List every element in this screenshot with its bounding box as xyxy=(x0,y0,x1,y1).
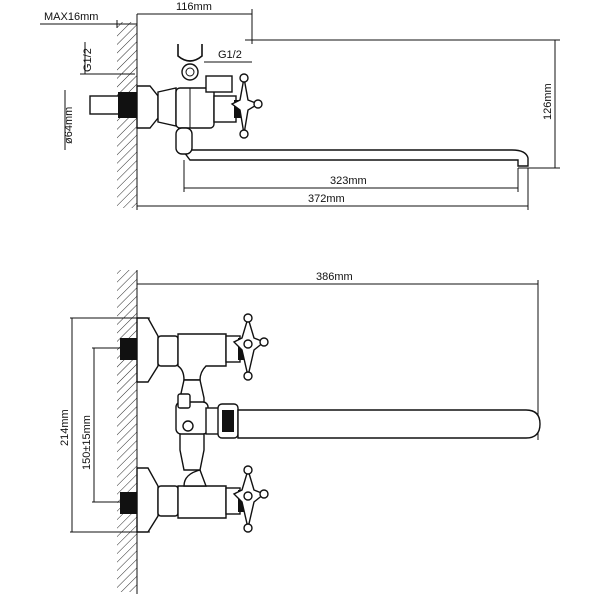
label-126: 126mm xyxy=(542,83,554,120)
label-max16: MAX16mm xyxy=(44,11,98,23)
mixer-body-top xyxy=(175,87,215,129)
valve-body-upper-front xyxy=(177,333,227,381)
label-thread-right: G1/2 xyxy=(218,49,242,61)
flange-top xyxy=(136,85,159,129)
label-372: 372mm xyxy=(308,193,345,205)
flange-upper-front xyxy=(136,317,159,383)
label-116: 116mm xyxy=(176,1,212,13)
valve-body-lower-front xyxy=(177,485,227,519)
hex-nut-top xyxy=(157,87,177,127)
diverter-housing-top xyxy=(205,75,233,93)
spout-top xyxy=(183,137,529,167)
label-150: 150±15mm xyxy=(81,415,93,470)
diverter-knob-front xyxy=(182,420,194,432)
label-dia64: ø64mm xyxy=(63,107,75,144)
shower-bracket-top xyxy=(177,44,203,62)
label-323: 323mm xyxy=(330,175,367,187)
cross-handle-upper-front xyxy=(232,313,269,381)
top-view: MAX16mm 116mm 126mm G1/2 ø64mm xyxy=(40,1,560,210)
valve-top xyxy=(213,95,237,123)
inlet-lower-front xyxy=(120,492,137,514)
hex-upper-front xyxy=(157,335,179,367)
label-214: 214mm xyxy=(59,409,71,446)
spout-nut-dark-front xyxy=(222,410,234,432)
spout-joint-top xyxy=(175,127,193,155)
shower-connector-top xyxy=(181,63,199,81)
cross-handle-lower-front xyxy=(232,465,269,533)
hex-lower-front xyxy=(157,485,179,517)
flange-lower-front xyxy=(136,467,159,533)
inlet-upper-front xyxy=(120,338,137,360)
label-thread-left: G1/2 xyxy=(82,48,94,72)
label-386: 386mm xyxy=(316,271,353,283)
front-view: 386mm 214mm 150±15mm xyxy=(59,270,541,594)
inlet-nut-top xyxy=(118,92,137,118)
spout-front xyxy=(237,409,541,439)
